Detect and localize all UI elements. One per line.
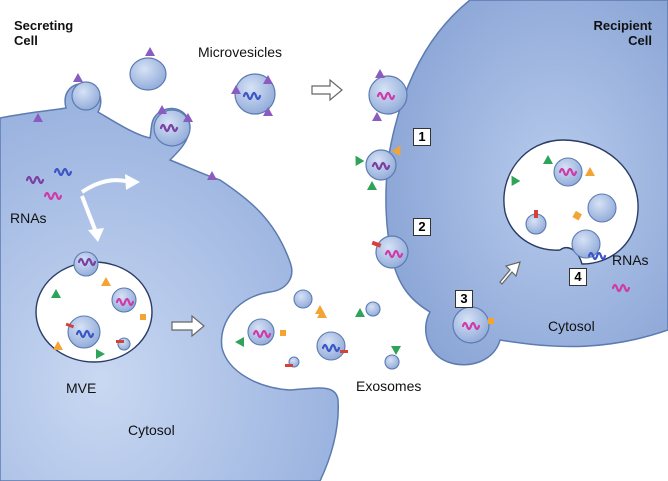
budding-vesicle: [71, 81, 101, 111]
step-4-box: 4: [569, 268, 587, 286]
microvesicle: [368, 75, 408, 115]
rnas-label-left: RNAs: [10, 210, 47, 226]
recipient-endosome: [503, 139, 639, 265]
secreting-cell-label: Secreting Cell: [14, 18, 73, 48]
cytosol-label-right: Cytosol: [548, 318, 595, 334]
exosome-release: [235, 305, 348, 368]
mve-label: MVE: [66, 380, 97, 396]
recipient-cell-label-line1: Recipient: [593, 18, 652, 33]
secreting-cell-label-line1: Secreting: [14, 18, 74, 33]
secreting-cell-label-line2: Cell: [14, 33, 38, 48]
rnas-label-right: RNAs: [612, 252, 649, 268]
microvesicles-label: Microvesicles: [198, 44, 283, 60]
step-2-box: 2: [413, 218, 431, 236]
arrow-microvesicles: [311, 78, 343, 102]
cytosol-label-left: Cytosol: [128, 422, 175, 438]
step-3-box: 3: [455, 290, 473, 308]
mve: [35, 251, 153, 363]
step-1-box: 1: [413, 128, 431, 146]
recipient-cell-label: Recipient Cell: [590, 18, 652, 48]
recipient-cell-label-line2: Cell: [628, 33, 652, 48]
microvesicle: [129, 57, 167, 91]
exosomes-label: Exosomes: [356, 378, 422, 394]
